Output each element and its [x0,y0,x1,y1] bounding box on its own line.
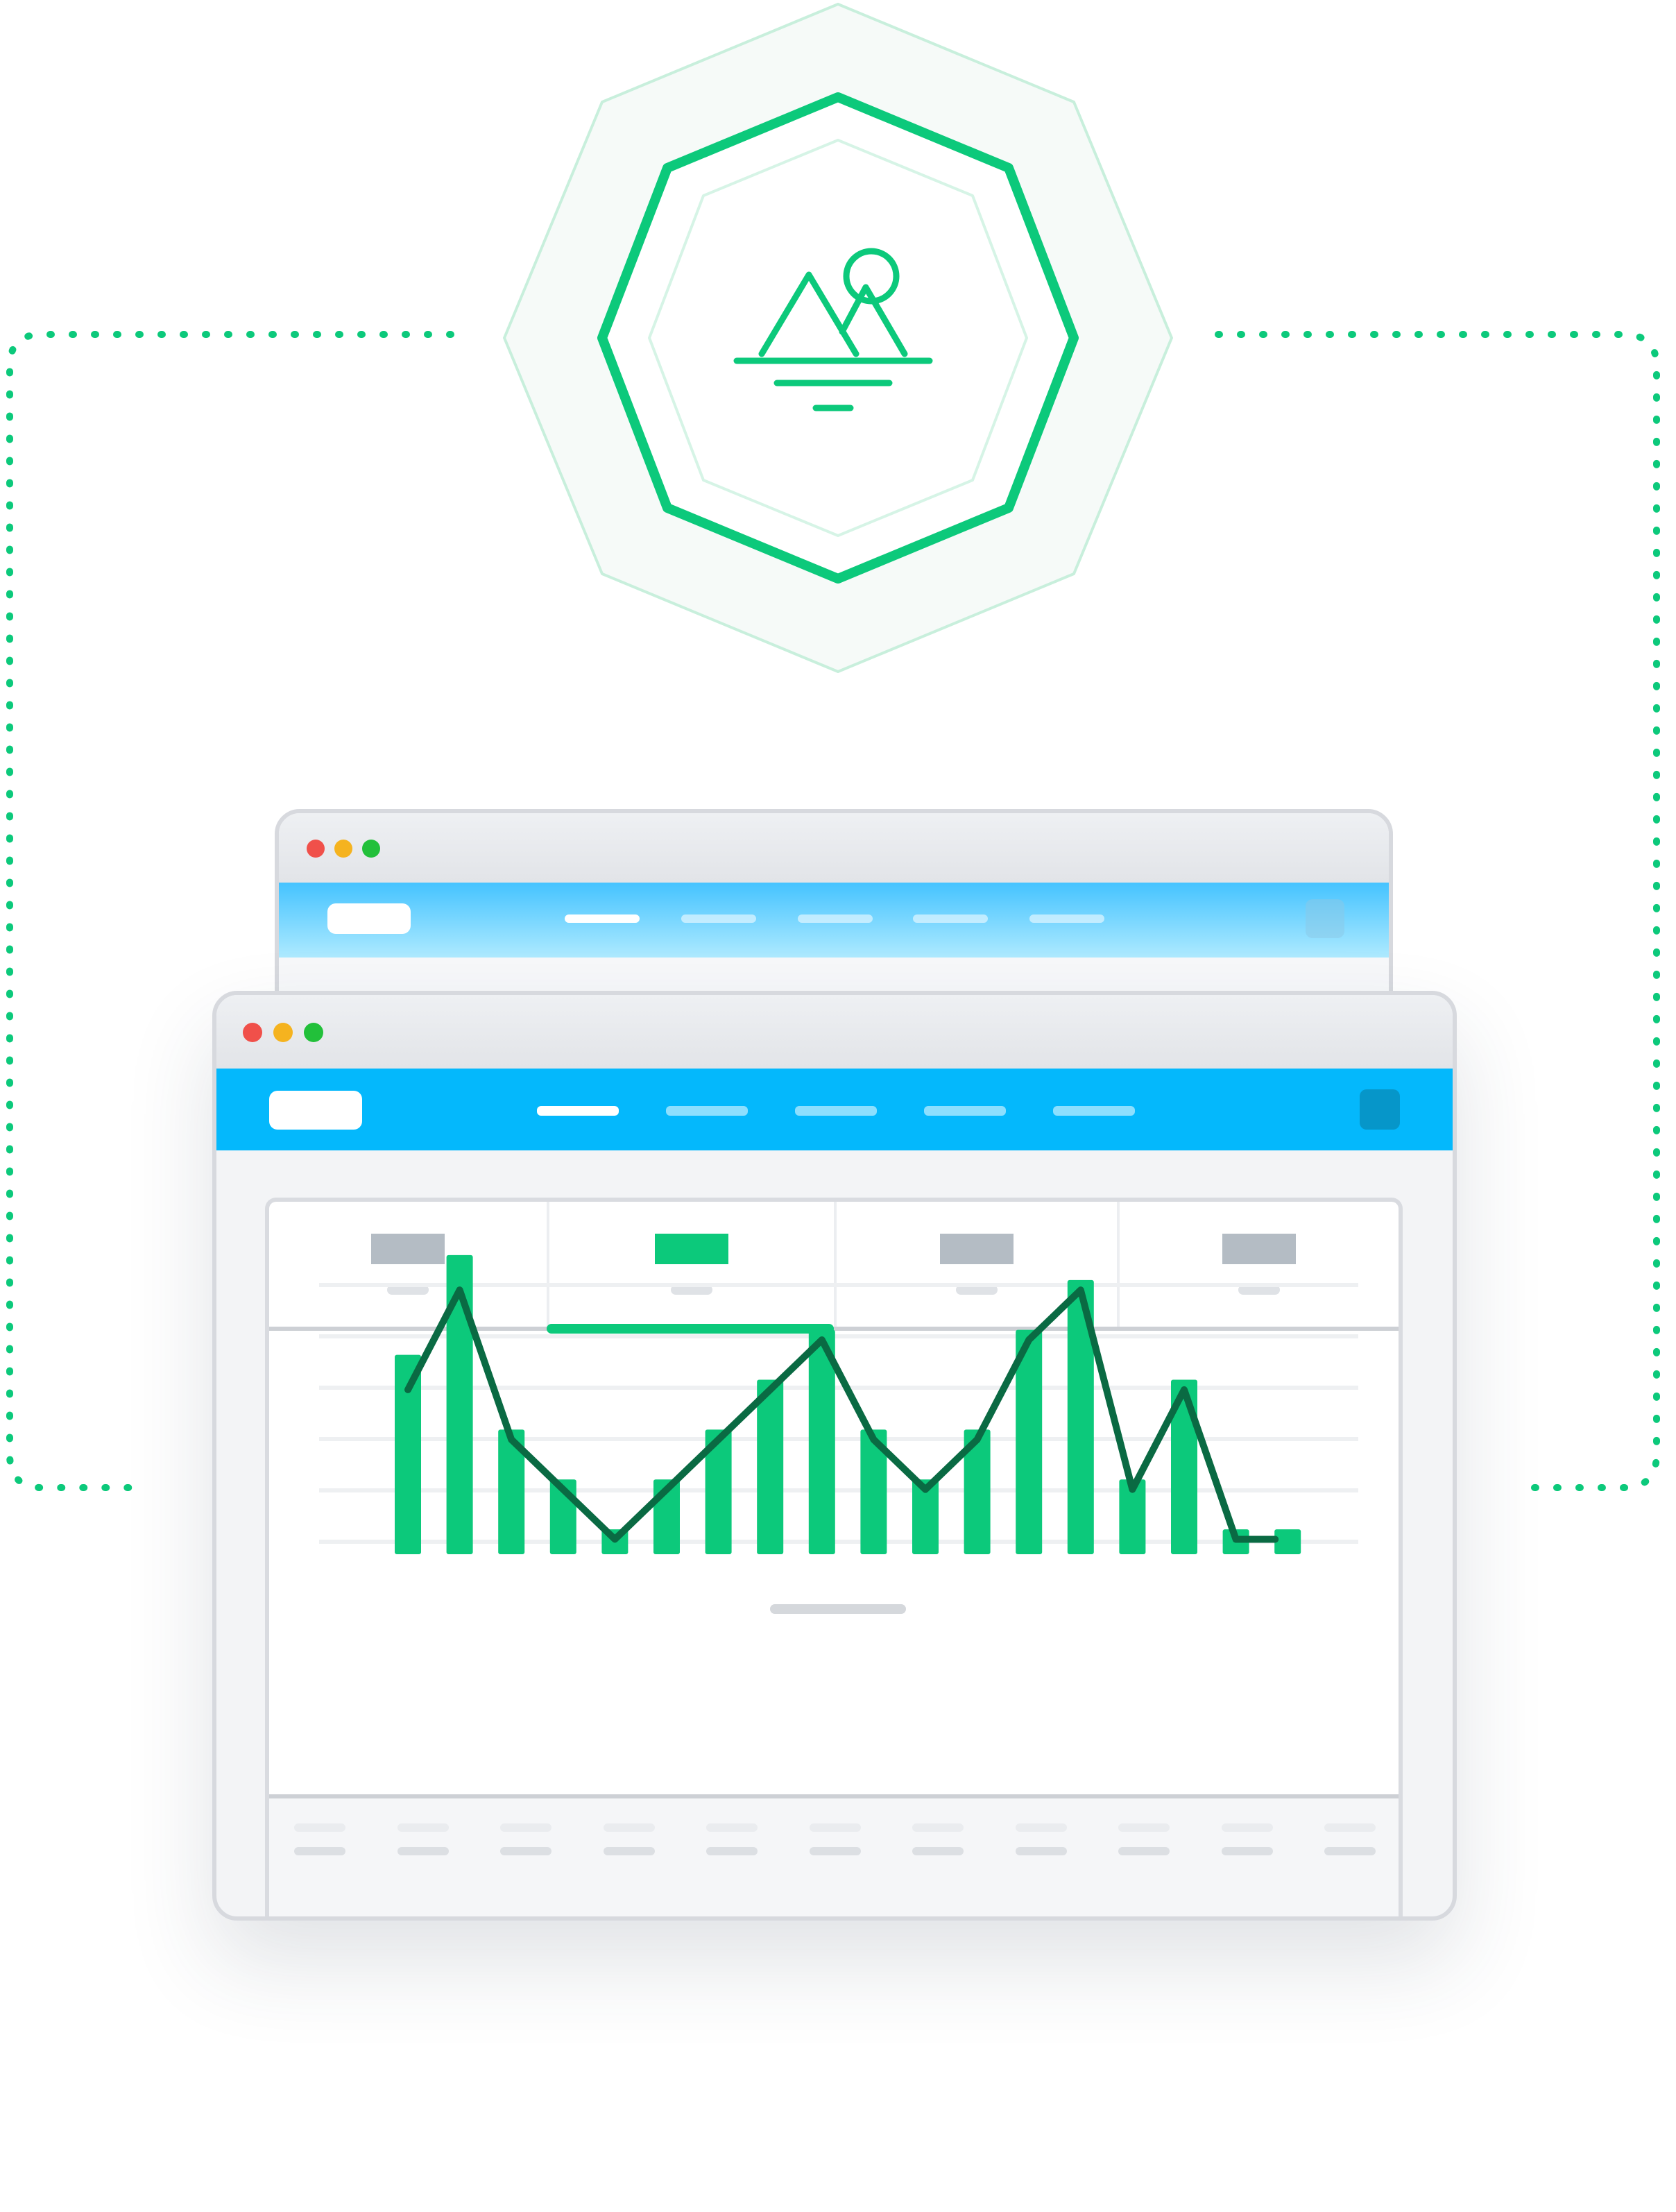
chart-bar[interactable] [757,1379,784,1554]
tab-label-placeholder [671,1285,712,1295]
close-window-icon[interactable] [243,1023,262,1042]
active-tab-indicator [547,1324,834,1334]
chart-bar[interactable] [446,1254,473,1554]
tab-value-placeholder [371,1234,445,1264]
image-landscape-icon [733,248,933,411]
user-menu-button[interactable] [1306,899,1344,938]
content-panel [265,1198,1403,1916]
table-cell-placeholder [912,1847,964,1855]
table-cell-placeholder [603,1823,655,1832]
nav-item-2[interactable] [681,914,756,923]
window-titlebar [216,995,1453,1069]
close-window-icon[interactable] [307,840,325,858]
chart-bar[interactable] [912,1479,939,1554]
table-cell-placeholder [1221,1823,1273,1832]
table-footer [269,1798,1399,1916]
table-cell-placeholder [1118,1823,1170,1832]
chart-bar[interactable] [1171,1379,1197,1554]
nav-item-4[interactable] [913,914,988,923]
tab-label-placeholder [387,1285,429,1295]
bar-line-chart [319,1254,1358,1554]
table-cell-placeholder [500,1823,551,1832]
table-cell-placeholder [912,1823,964,1832]
user-menu-button[interactable] [1360,1089,1400,1130]
tab-divider [1117,1202,1120,1327]
tab-value-placeholder [655,1234,728,1264]
table-cell-placeholder [809,1847,861,1855]
chart-bar[interactable] [705,1429,732,1554]
minimize-window-icon[interactable] [334,840,352,858]
browser-window-front [212,991,1457,1921]
nav-item-2[interactable] [666,1106,748,1116]
nav-item-3[interactable] [798,914,873,923]
chart-bar[interactable] [1119,1479,1146,1554]
nav-item-1[interactable] [565,914,640,923]
table-cell-placeholder [809,1823,861,1832]
dotted-connector-left [6,331,454,1491]
maximize-window-icon[interactable] [362,840,380,858]
table-cell-placeholder [1118,1847,1170,1855]
logo-placeholder[interactable] [269,1091,362,1130]
dotted-connector-right [1215,331,1660,1491]
tab-divider [834,1202,837,1327]
chart-bar[interactable] [395,1354,421,1554]
maximize-window-icon[interactable] [304,1023,323,1042]
chart-line-series [404,1286,1279,1543]
chart-bar[interactable] [964,1429,991,1554]
tab-3[interactable] [837,1202,1117,1327]
chart-bar[interactable] [1067,1279,1094,1554]
tab-1[interactable] [269,1202,547,1327]
tab-4[interactable] [1120,1202,1399,1327]
table-cell-placeholder [397,1823,449,1832]
tab-underline [269,1327,1399,1331]
table-cell-placeholder [1324,1823,1376,1832]
chart-bar[interactable] [808,1329,835,1554]
table-cell-placeholder [1015,1823,1067,1832]
table-cell-placeholder [1221,1847,1273,1855]
table-cell-placeholder [500,1847,551,1855]
nav-item-5[interactable] [1053,1106,1135,1116]
tab-2[interactable] [549,1202,834,1327]
tab-label-placeholder [956,1285,998,1295]
table-cell-placeholder [706,1847,758,1855]
chart-bar[interactable] [860,1429,887,1554]
tab-value-placeholder [940,1234,1014,1264]
nav-item-4[interactable] [924,1106,1006,1116]
footer-divider [269,1794,1399,1798]
nav-item-5[interactable] [1029,914,1104,923]
chart-bar[interactable] [498,1429,525,1554]
octagon-badge [503,3,1173,673]
window-titlebar [279,813,1389,883]
chart-bar[interactable] [1016,1329,1043,1554]
table-cell-placeholder [1324,1847,1376,1855]
nav-item-3[interactable] [795,1106,877,1116]
minimize-window-icon[interactable] [273,1023,293,1042]
octagon-inner [648,139,1028,537]
table-cell-placeholder [706,1823,758,1832]
table-cell-placeholder [397,1847,449,1855]
nav-item-1[interactable] [537,1106,619,1116]
table-cell-placeholder [294,1847,345,1855]
tab-value-placeholder [1222,1234,1296,1264]
table-cell-placeholder [603,1847,655,1855]
tab-divider [547,1202,549,1327]
navigation-bar [216,1069,1453,1150]
table-cell-placeholder [1015,1847,1067,1855]
navigation-bar [279,883,1389,958]
tab-label-placeholder [1238,1285,1280,1295]
table-cell-placeholder [294,1823,345,1832]
chart-bar[interactable] [1274,1529,1301,1554]
logo-placeholder[interactable] [327,903,411,934]
chart-scroll-handle[interactable] [770,1604,906,1614]
